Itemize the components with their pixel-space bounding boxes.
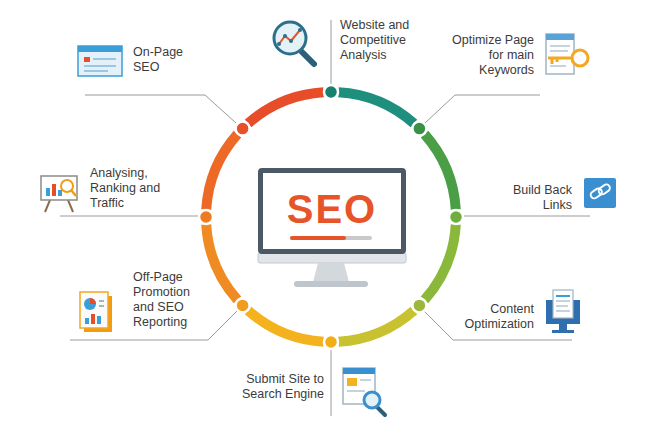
- submit-icon: [343, 368, 385, 415]
- step-label: Off-Page Promotion and SEO Reporting: [133, 270, 205, 330]
- monitor-screen-box: SEO: [258, 168, 406, 254]
- progress-bar: [290, 236, 346, 240]
- link-icon: [584, 178, 616, 208]
- leader-lines: [60, 20, 590, 416]
- monitor-screen: [259, 169, 405, 253]
- step-label: Optimize Page for main Keywords: [450, 33, 534, 78]
- monitor-chin: [258, 253, 406, 263]
- ring-dot: [412, 298, 426, 312]
- step-label: Content Optimization: [452, 302, 534, 332]
- ring-dot: [236, 122, 250, 136]
- ring-dot: [449, 210, 463, 224]
- browser-icon: [78, 46, 122, 76]
- leader-line: [85, 95, 236, 123]
- monitor-base: [294, 281, 368, 287]
- step-label: Build Back Links: [500, 183, 572, 213]
- step-label: Website and Competitive Analysis: [340, 18, 422, 63]
- leader-line: [331, 349, 332, 416]
- analysis-icon: [274, 22, 314, 64]
- ring-segment: [201, 131, 241, 210]
- report-icon: [80, 292, 112, 332]
- ring-dot: [199, 210, 213, 224]
- leader-line: [464, 216, 590, 217]
- ring-dot: [324, 335, 338, 349]
- ring-segment: [245, 87, 324, 127]
- ring-dots: [199, 85, 463, 349]
- leader-line: [60, 216, 198, 217]
- monitor-neck: [313, 263, 349, 282]
- content-icon: [546, 290, 580, 333]
- ring-dot: [412, 122, 426, 136]
- step-label: Submit Site to Search Engine: [226, 372, 324, 402]
- easel-icon: [41, 176, 77, 212]
- ring-segment: [338, 87, 417, 127]
- color-ring: [201, 87, 461, 347]
- step-label: Analysing, Ranking and Traffic: [90, 166, 172, 211]
- keyword-icon: [546, 34, 588, 74]
- ring-segment: [338, 307, 417, 347]
- ring-segment: [245, 307, 324, 347]
- leader-line: [425, 95, 540, 123]
- leader-line: [331, 20, 332, 85]
- monitor: [258, 169, 406, 287]
- progress-track: [290, 236, 372, 240]
- ring-segment: [201, 224, 241, 303]
- ring-dot: [324, 85, 338, 99]
- ring-segment: [421, 224, 461, 303]
- step-label: On-Page SEO: [133, 45, 195, 75]
- seo-title: SEO: [287, 189, 377, 229]
- ring-segment: [421, 131, 461, 210]
- ring-dot: [236, 298, 250, 312]
